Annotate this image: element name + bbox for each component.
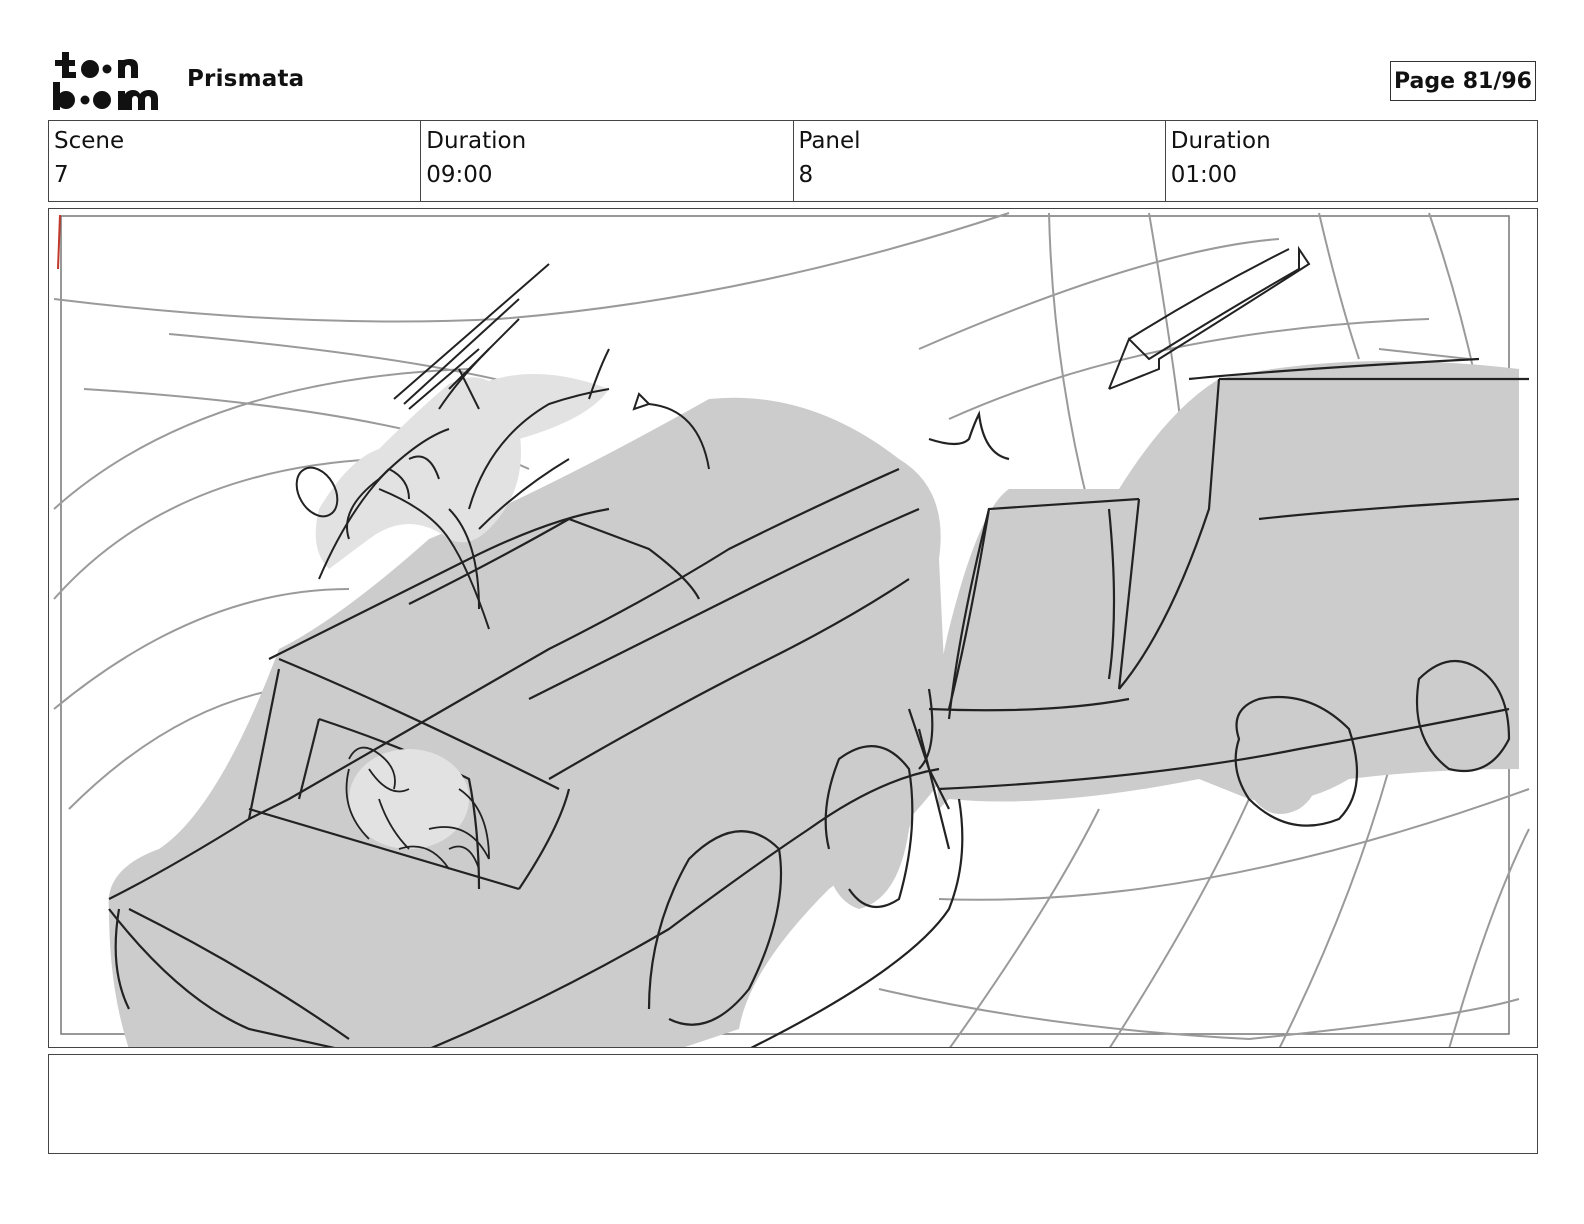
front-car xyxy=(108,467,964,1047)
scene-label: Scene xyxy=(54,128,125,154)
panel-duration-value: 01:00 xyxy=(1170,162,1238,188)
tone-fills xyxy=(108,361,1519,1047)
scene-cell: Scene 7 xyxy=(49,121,422,201)
motion-arrow xyxy=(1108,245,1311,390)
panel-cell: Panel 8 xyxy=(794,121,1166,201)
panel-value: 8 xyxy=(798,162,814,188)
character-on-roof xyxy=(295,263,710,630)
driver-figure xyxy=(345,746,490,870)
rear-car xyxy=(928,357,1529,827)
scene-value: 7 xyxy=(54,162,69,188)
panel-label: Panel xyxy=(798,128,861,154)
panel-duration-cell: Duration 01:00 xyxy=(1166,121,1537,201)
panel-sketch xyxy=(53,212,1530,1047)
scene-duration-label: Duration xyxy=(426,128,527,154)
panel-duration-label: Duration xyxy=(1170,128,1271,154)
panel-notes-box xyxy=(48,1054,1538,1154)
info-table: Scene 7 Duration 09:00 Panel 8 Duration … xyxy=(48,120,1538,202)
project-title: Prismata xyxy=(187,66,305,92)
page-number-badge: Page 81/96 xyxy=(1390,61,1536,101)
toonboom-logo xyxy=(50,50,166,112)
storyboard-panel xyxy=(48,208,1538,1048)
scene-duration-value: 09:00 xyxy=(426,162,493,188)
scene-duration-cell: Duration 09:00 xyxy=(421,121,794,201)
